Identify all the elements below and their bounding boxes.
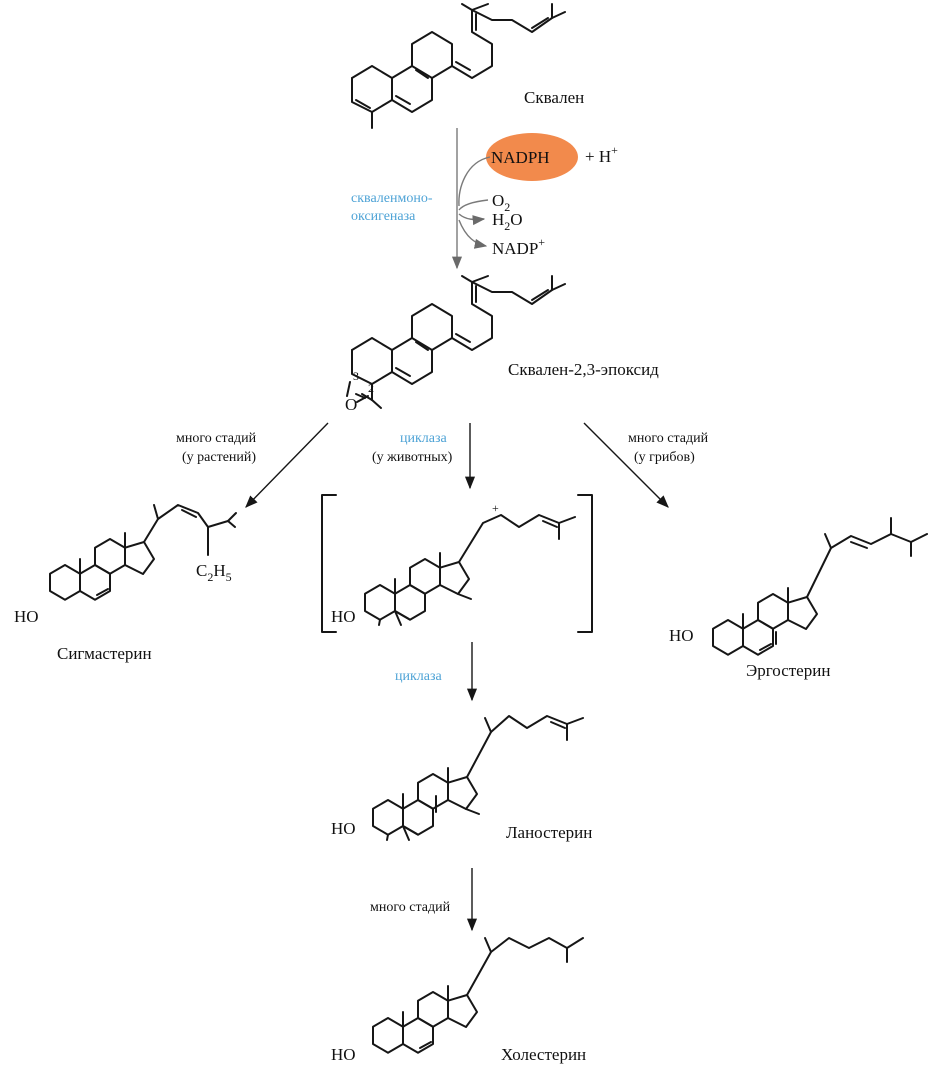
plants-condition-line1: много стадий: [176, 431, 257, 446]
nadph-ellipse: [486, 133, 578, 181]
sigmasterol-c2h5: C2H5: [196, 561, 232, 584]
ergosterol-structure: [712, 517, 928, 656]
bracket-left: [321, 494, 337, 633]
epoxide-bond: [346, 381, 351, 397]
epoxide-bond-2: [356, 395, 369, 403]
enzyme-label-line1: скваленмоно-: [351, 191, 433, 206]
lanosterol-structure: [372, 715, 584, 841]
cholesterol-structure: [372, 937, 584, 1054]
nadp-out-curve: [458, 219, 488, 249]
enzyme-label-line2: оксигеназа: [351, 209, 416, 224]
epoxide-oxygen-label: O: [345, 395, 357, 414]
lanosterol-label: Ланостерин: [506, 823, 592, 842]
nadp-label: NADP+: [492, 235, 545, 258]
epoxide-label: Сквален-2,3-эпоксид: [508, 360, 659, 379]
squalene-structure: [351, 3, 566, 129]
nadph-in-curve: [458, 156, 491, 207]
cholesterol-label: Холестерин: [501, 1045, 586, 1064]
bracket-right: [577, 494, 593, 633]
h2o-label: H2O: [492, 210, 523, 233]
plants-condition-line2: (у растений): [182, 450, 256, 465]
sigmasterol-ho: HO: [14, 607, 39, 626]
arrow-to-ergosterol: [583, 422, 669, 508]
h-plus-label: + H+: [585, 143, 618, 166]
fungi-condition-line2: (у грибов): [634, 450, 695, 465]
carbocation-charge: +: [492, 501, 499, 515]
cyclase-label-2: циклаза: [395, 669, 443, 684]
squalene-label: Сквален: [524, 88, 584, 107]
cholesterol-ho: HO: [331, 1045, 356, 1064]
o2-label: O2: [492, 191, 510, 214]
sigmasterol-label: Сигмастерин: [57, 644, 152, 663]
arrow-to-sigmasterol: [245, 422, 329, 508]
epoxide-c3-label: 3: [353, 369, 359, 383]
animals-condition: (у животных): [372, 450, 453, 465]
epoxide-structure: [351, 275, 566, 409]
ergosterol-ho: HO: [669, 626, 694, 645]
many-steps-label: много стадий: [370, 900, 451, 915]
lanosterol-ho: HO: [331, 819, 356, 838]
epoxide-c2-label: 2: [368, 381, 374, 395]
cyclase-label-1: циклаза: [400, 431, 448, 446]
ergosterol-label: Эргостерин: [746, 661, 830, 680]
sigmasterol-structure: [49, 504, 237, 601]
h2o-out-curve: [458, 213, 486, 226]
fungi-condition-line1: много стадий: [628, 431, 709, 446]
intermediate-ho: HO: [331, 607, 356, 626]
nadph-label: NADPH: [491, 148, 550, 167]
intermediate-structure: [364, 514, 576, 626]
o2-in-curve: [458, 199, 489, 211]
